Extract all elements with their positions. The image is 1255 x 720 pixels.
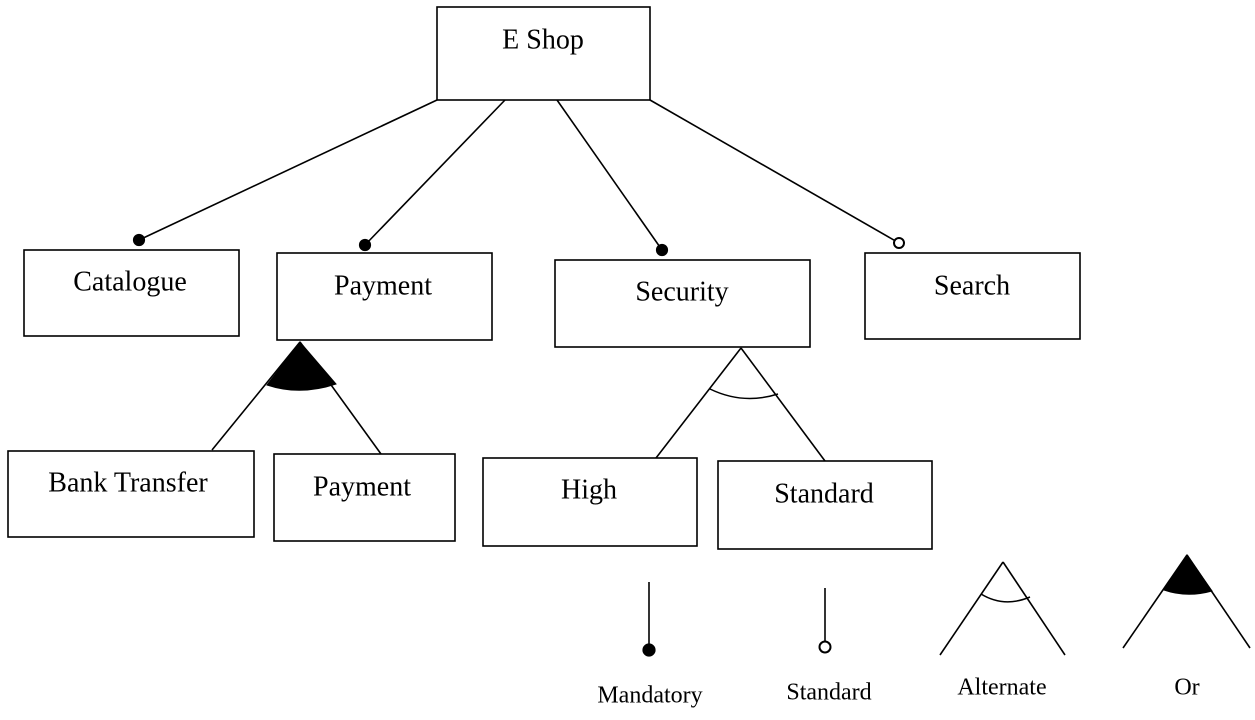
edge-eshop-catalogue [138, 99, 438, 241]
legend-standard-label: Standard [786, 680, 871, 706]
node-search-box [864, 252, 1081, 340]
edge-security-high [655, 347, 742, 459]
legend-mandatory-label: Mandatory [597, 683, 702, 709]
legend-alternate-arc [980, 593, 1031, 603]
node-catalogue-label: Catalogue [73, 266, 187, 297]
mandatory-dot-security [655, 243, 669, 257]
legend-or: Or [1122, 554, 1251, 701]
edge-eshop-security [556, 99, 663, 251]
legend-standard-dot [818, 640, 832, 654]
legend-alternate-right [1002, 561, 1066, 656]
legend-or-wedge [1163, 554, 1213, 595]
edge-eshop-payment [364, 99, 506, 246]
legend: Mandatory Standard Alternate Or [597, 554, 1251, 709]
alternate-group-security [655, 347, 826, 462]
node-payment-label: Payment [334, 270, 432, 301]
node-catalogue-box [23, 249, 240, 337]
node-payment-child-label: Payment [313, 471, 411, 502]
mandatory-dot-catalogue [132, 233, 146, 247]
node-payment-child-box [273, 453, 456, 542]
node-bank-transfer-label: Bank Transfer [48, 467, 208, 498]
node-high-label: High [561, 474, 617, 505]
edge-payment-bank-transfer [211, 341, 301, 451]
standard-dot-search [893, 237, 905, 249]
node-security-box [554, 259, 811, 348]
node-search-label: Search [934, 270, 1010, 301]
node-high-box [482, 457, 698, 547]
node-eshop-label: E Shop [502, 24, 584, 55]
legend-mandatory-dot [642, 643, 656, 657]
or-group-payment [211, 341, 382, 455]
edge-security-standard [740, 347, 826, 462]
legend-standard: Standard [786, 588, 872, 706]
legend-or-label: Or [1174, 675, 1199, 701]
node-eshop-box [436, 6, 651, 101]
alternate-arc-security [709, 388, 779, 400]
edge-payment-payment-child [299, 341, 382, 455]
node-payment-box [276, 252, 493, 341]
node-standard-box [717, 460, 933, 550]
edge-eshop-search [649, 99, 900, 244]
legend-alternate-left [939, 561, 1004, 656]
node-bank-transfer-box [7, 450, 255, 538]
mandatory-dot-payment [358, 238, 372, 252]
node-security-label: Security [635, 276, 728, 307]
node-standard-label: Standard [774, 478, 874, 509]
legend-alternate: Alternate [939, 561, 1066, 701]
or-wedge-payment [266, 341, 337, 391]
legend-alternate-label: Alternate [957, 675, 1046, 701]
legend-mandatory: Mandatory [597, 582, 703, 709]
